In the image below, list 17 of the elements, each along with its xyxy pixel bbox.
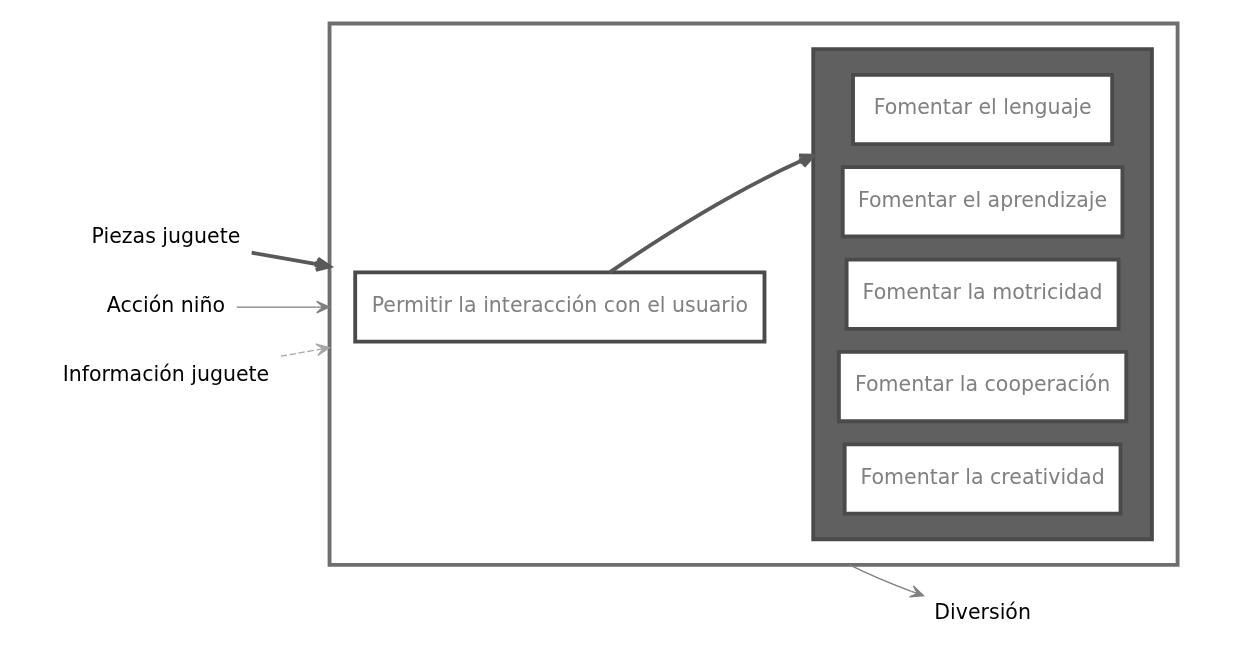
node-box: Fomentar la cooperación xyxy=(836,350,1129,424)
cluster xyxy=(327,21,1180,567)
node-text: Información juguete xyxy=(62,362,270,387)
node-box: Fomentar la motricidad xyxy=(844,257,1121,331)
node-box: Fomentar la creatividad xyxy=(842,442,1123,516)
node-box: Permitir la interacción con el usuario xyxy=(353,270,767,344)
node-text: Diversión xyxy=(934,599,1031,624)
node-box: Fomentar el aprendizaje xyxy=(840,165,1125,239)
arrow xyxy=(236,300,331,314)
arrow xyxy=(280,343,331,357)
node-text: Piezas juguete xyxy=(91,223,241,248)
arrow xyxy=(251,250,332,272)
arrow xyxy=(608,153,816,274)
arrow xyxy=(849,564,925,598)
node-box: Fomentar el lenguaje xyxy=(851,72,1115,147)
cluster xyxy=(811,47,1154,542)
node-text: Acción niño xyxy=(106,292,226,317)
